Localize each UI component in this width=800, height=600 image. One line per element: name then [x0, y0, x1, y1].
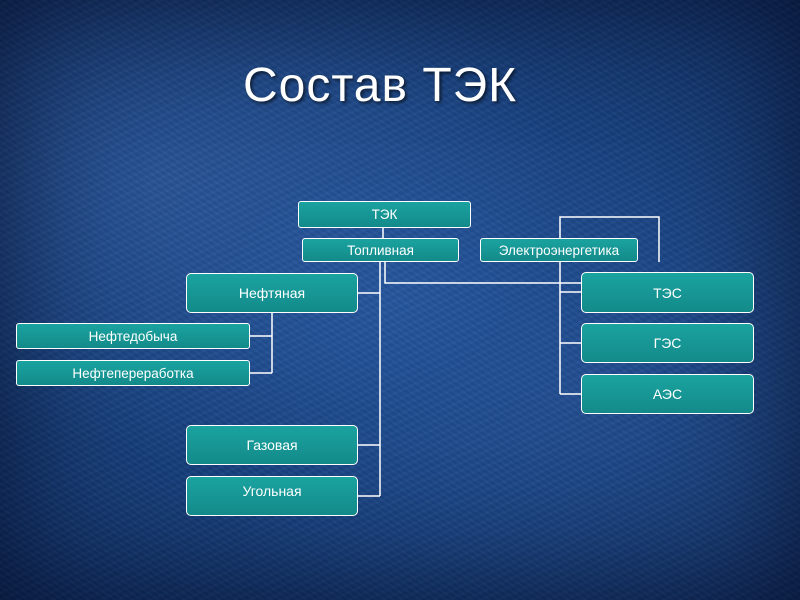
node-gas: Газовая: [186, 425, 358, 465]
connector-tek-tes: [384, 262, 582, 284]
node-electro: Электроэнергетика: [480, 238, 638, 262]
node-oil-refining: Нефтепереработка: [16, 360, 250, 386]
node-tes: ТЭС: [581, 272, 754, 313]
node-coal: Угольная: [186, 476, 358, 516]
slide-title: Состав ТЭК: [243, 59, 518, 112]
node-tek: ТЭК: [298, 201, 471, 228]
node-oil-extraction: Нефтедобыча: [16, 323, 250, 349]
node-fuel: Топливная: [302, 238, 459, 262]
node-oil: Нефтяная: [186, 273, 358, 313]
node-ges: ГЭС: [581, 323, 754, 363]
node-aes: АЭС: [581, 374, 754, 414]
connector-electro-bracket: [559, 216, 660, 262]
